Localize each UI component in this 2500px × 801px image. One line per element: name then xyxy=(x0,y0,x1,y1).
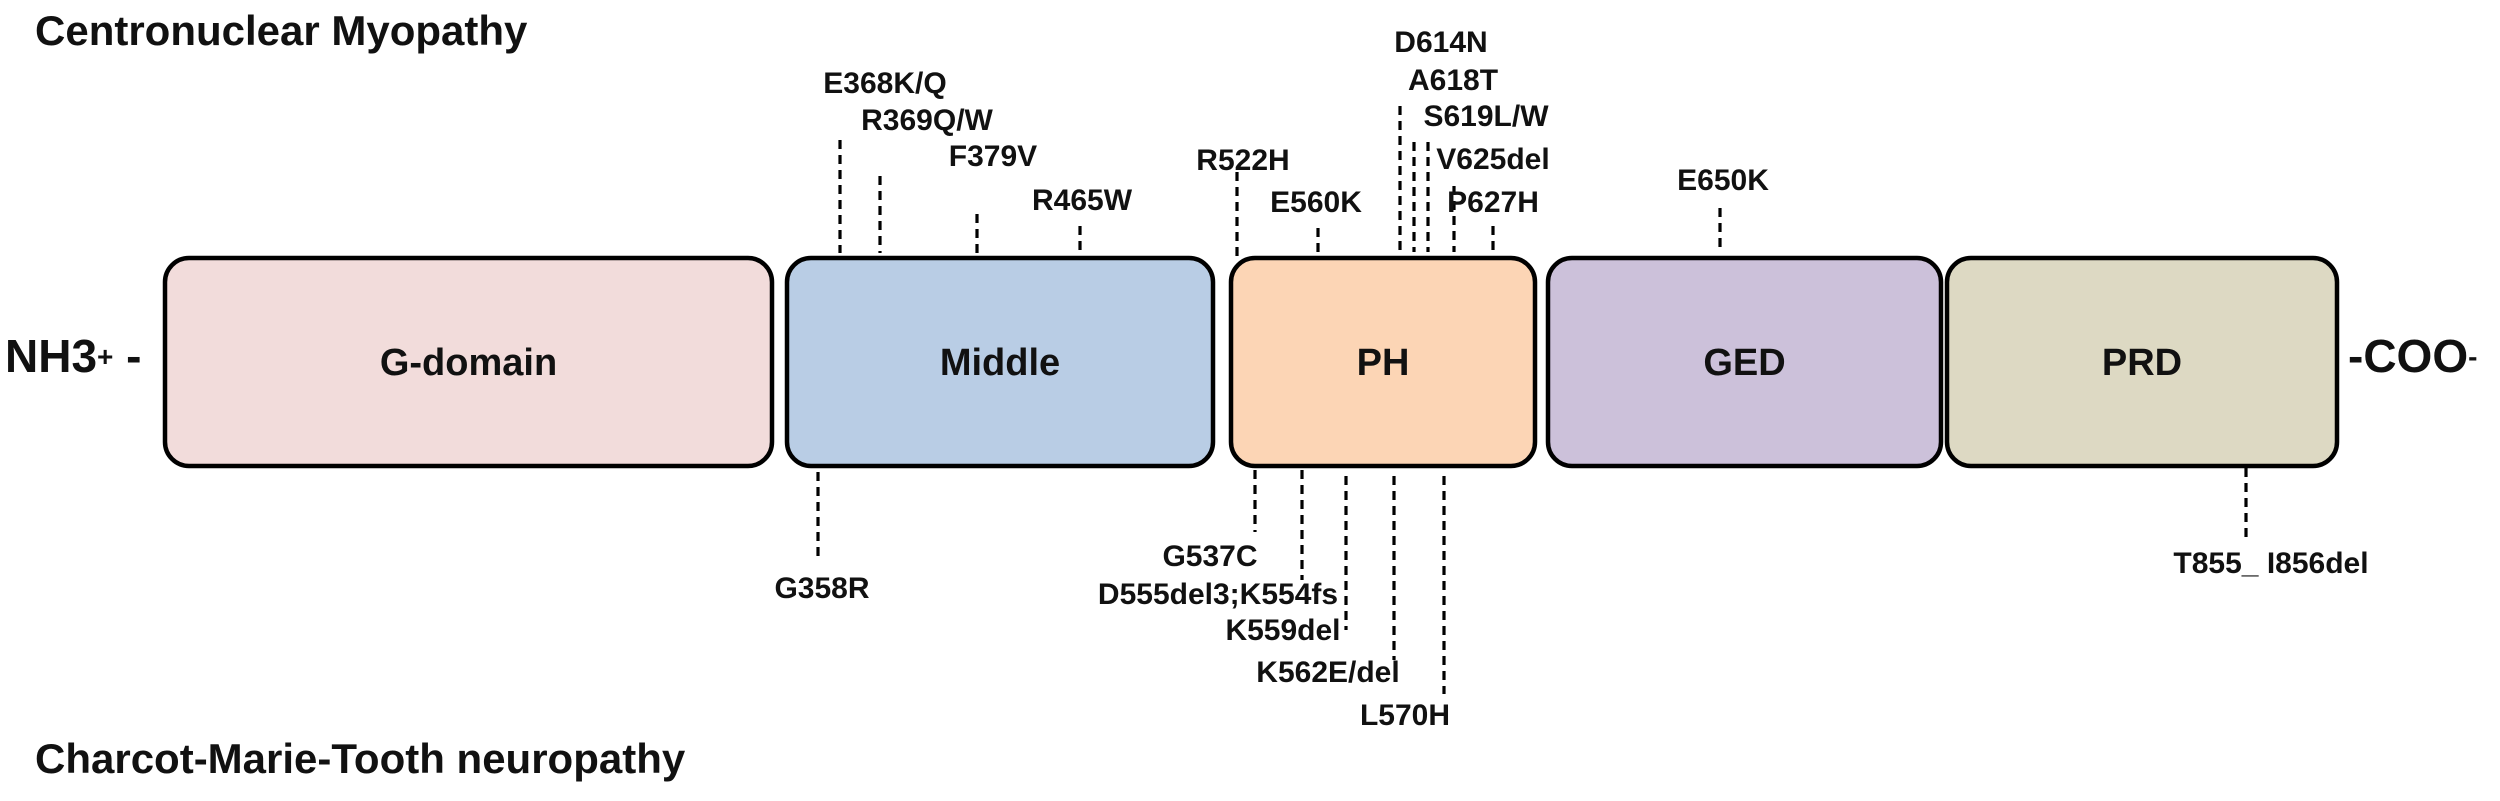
cnm-mutation-label: A618T xyxy=(1408,64,1498,97)
cnm-mutation-label: E560K xyxy=(1270,186,1362,219)
cnm-mutation-label: D614N xyxy=(1394,26,1487,59)
cnm-mutation-label: R369Q/W xyxy=(861,104,993,137)
cnm-mutation-label: F379V xyxy=(949,140,1037,173)
cnm-mutation-label: R522H xyxy=(1196,144,1289,177)
cnm-mutation-label: E650K xyxy=(1677,164,1769,197)
n-terminus-charge: + xyxy=(97,341,114,372)
domain-box-g-domain xyxy=(162,255,775,469)
c-terminus-label: -COO- xyxy=(2348,333,2477,379)
cmt-mutation-label: K559del xyxy=(1225,614,1340,647)
domain-box-prd xyxy=(1944,255,2340,469)
n-terminus-label: NH3+ - xyxy=(5,333,142,379)
n-terminus-text: NH3 xyxy=(5,330,98,382)
cmt-mutation-label: D555del3;K554fs xyxy=(1098,578,1338,611)
domain-label-middle: Middle xyxy=(940,342,1060,384)
c-terminus-charge: - xyxy=(2468,341,2478,372)
cnm-mutation-label: P627H xyxy=(1447,186,1539,219)
n-terminus-dash: - xyxy=(113,330,142,382)
cmt-mutation-label: L570H xyxy=(1360,699,1450,732)
cnm-mutation-label: R465W xyxy=(1032,184,1133,217)
cnm-mutation-label: E368K/Q xyxy=(823,67,946,100)
cmt-mutation-label: G358R xyxy=(774,572,869,605)
domain-label-g-domain: G-domain xyxy=(380,342,557,384)
cmt-mutation-label: K562E/del xyxy=(1256,656,1399,689)
domain-box-middle xyxy=(784,255,1216,469)
cmt-mutation-label: T855_ I856del xyxy=(2173,547,2368,580)
title-charcot-marie-tooth: Charcot-Marie-Tooth neuropathy xyxy=(35,735,686,782)
cmt-mutation-label: G537C xyxy=(1162,540,1257,573)
title-centronuclear-myopathy: Centronuclear Myopathy xyxy=(35,7,528,54)
domain-label-prd: PRD xyxy=(2102,342,2182,384)
domain-label-ged: GED xyxy=(1703,342,1785,384)
cnm-mutation-label: S619L/W xyxy=(1423,100,1549,133)
cnm-mutation-label: V625del xyxy=(1436,143,1549,176)
domain-box-ged xyxy=(1545,255,1944,469)
domain-label-ph: PH xyxy=(1357,342,1410,384)
domain-box-ph xyxy=(1228,255,1538,469)
c-terminus-text: -COO xyxy=(2348,330,2469,382)
